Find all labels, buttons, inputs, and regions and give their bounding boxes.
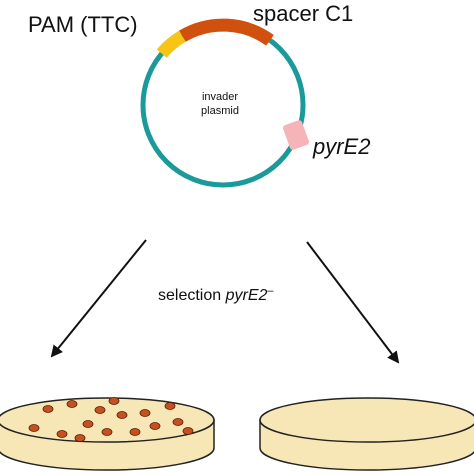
colony xyxy=(28,424,40,432)
invader-plasmid-label-line1: invader xyxy=(202,91,238,103)
plate-top xyxy=(259,397,474,443)
colony xyxy=(164,402,176,410)
colony xyxy=(139,409,151,417)
spacer-segment xyxy=(179,18,274,46)
pam-label: PAM (TTC) xyxy=(28,12,138,37)
pam-segment xyxy=(156,30,186,58)
plate-with-colonies xyxy=(0,397,215,471)
pyrE2-gene-marker xyxy=(283,120,309,150)
spacer-label: spacer C1 xyxy=(253,1,353,26)
invader-plasmid-label-line2: plasmid xyxy=(201,105,239,117)
colony xyxy=(108,397,120,405)
colony xyxy=(101,428,113,436)
arrow-right xyxy=(306,241,400,364)
colony xyxy=(182,427,194,435)
colony xyxy=(74,434,86,442)
colony xyxy=(172,418,184,426)
plate-empty xyxy=(259,397,474,471)
colony xyxy=(116,411,128,419)
plate-top xyxy=(0,397,215,443)
colonies xyxy=(28,397,194,442)
pyrE2-gene-label: pyrE2 xyxy=(312,134,370,159)
colony xyxy=(94,406,106,414)
colony xyxy=(82,420,94,428)
arrow-left xyxy=(50,239,147,358)
colony xyxy=(56,430,68,438)
colony xyxy=(129,428,141,436)
colony xyxy=(66,400,78,408)
selection-label: selection pyrE2– xyxy=(158,285,274,304)
colony xyxy=(149,422,161,430)
colony xyxy=(42,405,54,413)
